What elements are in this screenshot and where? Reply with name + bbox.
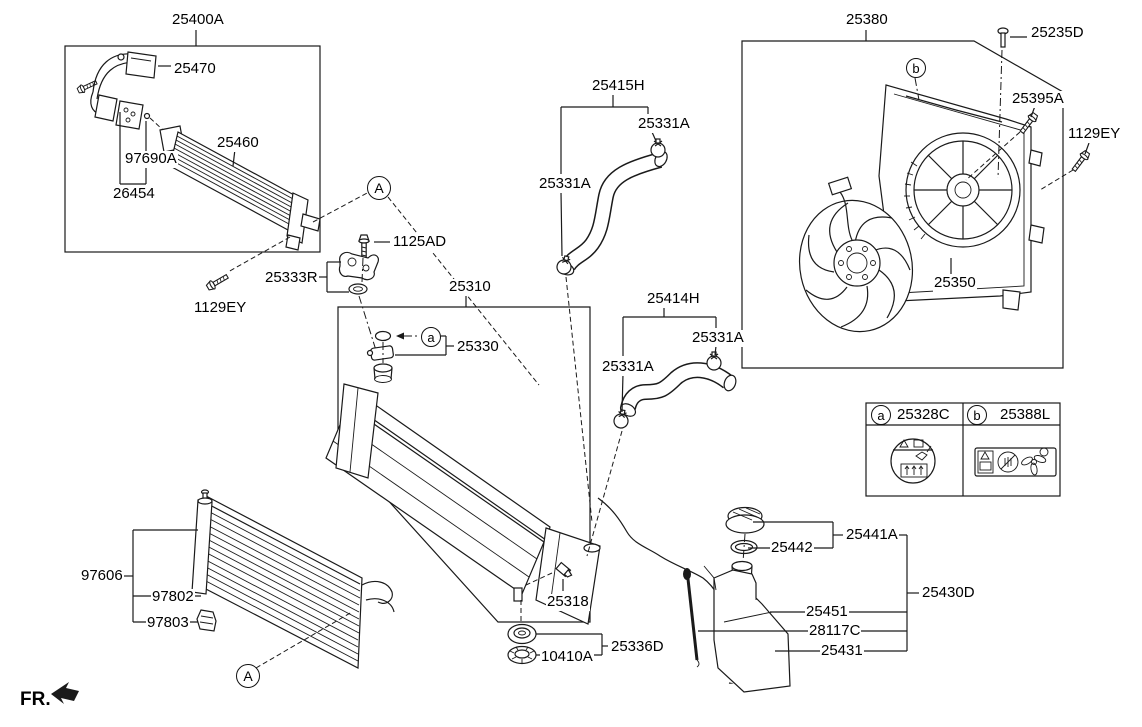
part-label-97802: 97802: [151, 588, 195, 606]
part-label-25441A: 25441A: [845, 526, 899, 544]
condenser-art: [120, 489, 395, 669]
part-label-1129EY-right: 1129EY: [1067, 125, 1122, 143]
lower-radiator-hose-art: [586, 306, 737, 557]
detail-marker-b-shroud: b: [906, 58, 926, 78]
part-label-25350: 25350: [933, 274, 977, 292]
legend-part-25388L: 25388L: [1000, 406, 1051, 423]
part-label-25330: 25330: [456, 338, 500, 356]
part-label-25431: 25431: [820, 642, 864, 660]
part-label-25336D: 25336D: [610, 638, 665, 656]
part-label-25400A: 25400A: [171, 11, 225, 29]
legend-marker-a: a: [871, 405, 891, 425]
part-label-97690A: 97690A: [124, 150, 178, 168]
part-label-25318: 25318: [546, 593, 590, 611]
view-marker-A-cooler: A: [367, 176, 391, 200]
detail-marker-a-radiator-cap: a: [421, 327, 441, 347]
cooler-leader-lines: [204, 191, 370, 293]
part-label-25451: 25451: [805, 603, 849, 621]
part-label-25380: 25380: [845, 11, 889, 29]
mounting-bracket-art: [318, 234, 390, 361]
part-label-1129EY-left: 1129EY: [193, 299, 248, 317]
view-marker-A-condenser: A: [236, 664, 260, 688]
part-label-97803: 97803: [146, 614, 190, 632]
fr-direction-label: FR.: [20, 689, 51, 710]
reservoir-tank-art: [597, 496, 919, 693]
part-label-25331A-upper-right: 25331A: [637, 115, 691, 133]
oil-cooler-assembly-art: [64, 30, 321, 253]
part-label-25430D: 25430D: [921, 584, 976, 602]
fr-arrow-icon: [51, 682, 79, 704]
part-label-25331A-lower-right: 25331A: [691, 329, 745, 347]
part-label-25415H: 25415H: [591, 77, 646, 95]
part-label-25470: 25470: [173, 60, 217, 78]
fan-shroud-art: [741, 27, 1092, 369]
part-label-25414H: 25414H: [646, 290, 701, 308]
upper-radiator-hose-art: [554, 93, 668, 523]
part-label-25442: 25442: [770, 539, 814, 557]
part-label-97606: 97606: [80, 567, 124, 585]
part-label-26454: 26454: [112, 185, 156, 203]
legend-part-25328C: 25328C: [897, 406, 950, 423]
part-label-25331A-upper-left: 25331A: [538, 175, 592, 193]
part-label-25310: 25310: [448, 278, 492, 296]
part-label-28117C: 28117C: [808, 622, 862, 640]
part-label-25235D: 25235D: [1030, 24, 1085, 42]
part-label-10410A: 10410A: [540, 648, 594, 666]
part-label-25395A: 25395A: [1011, 90, 1065, 108]
part-label-25460: 25460: [216, 134, 260, 152]
mount-grommet-art: [507, 600, 608, 665]
part-label-25331A-lower-left: 25331A: [601, 358, 655, 376]
legend-marker-b: b: [967, 405, 987, 425]
legend-table-art: [865, 402, 1061, 497]
part-label-25333R: 25333R: [264, 269, 319, 287]
part-label-1125AD: 1125AD: [392, 233, 448, 251]
